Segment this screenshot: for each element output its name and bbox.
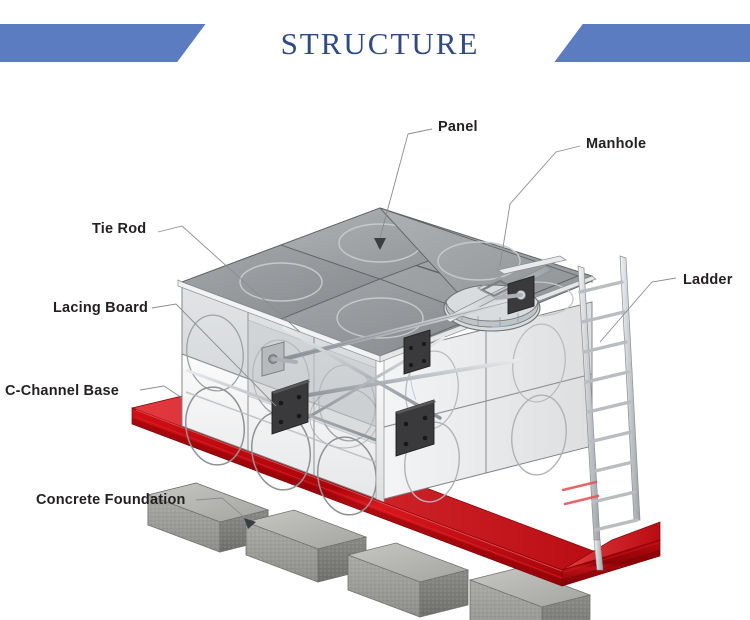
callout-label-tie-rod: Tie Rod	[92, 221, 147, 237]
callout-label-lacing-board: Lacing Board	[53, 300, 149, 316]
lacing-board	[271, 379, 310, 435]
tank-top-panels	[87, 70, 597, 363]
banner-white-plate	[175, 21, 585, 65]
tie-rod-anchor	[261, 341, 298, 377]
callout-label-manhole: Manhole	[586, 136, 647, 152]
foundation-block	[468, 567, 592, 620]
callout-label-concrete-foundation: Concrete Foundation	[36, 492, 186, 508]
leader-lines	[139, 128, 677, 529]
callout-label-panel: Panel	[438, 119, 478, 135]
callout-label-c-channel-base: C-Channel Base	[5, 383, 119, 399]
page-title: STRUCTURE	[280, 26, 480, 61]
ladder-group	[561, 255, 641, 571]
tie-rod-anchor	[494, 275, 535, 315]
lacing-board-group	[271, 329, 436, 457]
callout-label-ladder: Ladder	[683, 272, 733, 288]
tank-illustration	[0, 70, 750, 620]
lacing-board	[395, 399, 436, 457]
concrete-foundation-group	[146, 482, 592, 620]
foundation-block	[346, 542, 470, 618]
lacing-board	[403, 329, 431, 375]
header-banner: STRUCTURE	[0, 21, 750, 65]
